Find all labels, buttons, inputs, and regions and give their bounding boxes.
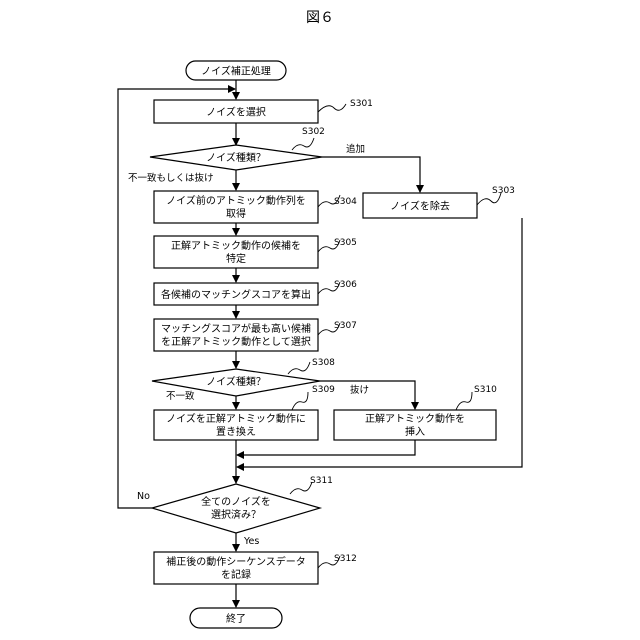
step-s305: S305 — [334, 238, 357, 248]
step-s309: S309 — [312, 385, 335, 395]
edge-insert-to-merge — [237, 440, 415, 455]
leader-s308 — [288, 362, 310, 374]
decision-noise-type-2-label: ノイズ種類？ — [206, 375, 266, 388]
process-select-noise: ノイズを選択 — [154, 100, 318, 123]
process-record-sequence-line1: 補正後の動作シーケンスデータ — [166, 555, 306, 568]
edge-label-added: 追加 — [346, 143, 365, 155]
process-identify-candidates: 正解アトミック動作の候補を 特定 — [154, 236, 318, 268]
process-insert-action: 正解アトミック動作を 挿入 — [334, 410, 496, 440]
terminal-end-label: 終了 — [226, 612, 246, 625]
step-s306: S306 — [334, 280, 357, 290]
leader-s310 — [456, 392, 472, 410]
process-remove-noise: ノイズを除去 — [363, 193, 477, 218]
step-s311: S311 — [310, 476, 333, 486]
leader-s309 — [292, 392, 308, 410]
process-get-prev-actions: ノイズ前のアトミック動作列を 取得 — [154, 191, 318, 223]
decision-all-selected: 全てのノイズを 選択済み？ — [152, 484, 320, 533]
step-leaders — [288, 104, 501, 568]
figure-title: 図６ — [306, 10, 334, 26]
process-insert-action-line2: 挿入 — [405, 425, 425, 438]
process-calc-score-label: 各候補のマッチングスコアを算出 — [161, 288, 311, 301]
edge-label-yes: Yes — [243, 536, 259, 547]
step-s310: S310 — [474, 385, 497, 395]
process-record-sequence: 補正後の動作シーケンスデータ を記録 — [154, 552, 318, 584]
decision-all-selected-line1: 全てのノイズを — [201, 495, 271, 508]
step-s304: S304 — [334, 197, 357, 207]
leader-s302 — [292, 138, 314, 150]
step-s302: S302 — [302, 127, 325, 137]
process-get-prev-actions-line1: ノイズ前のアトミック動作列を — [166, 194, 306, 207]
leader-s301 — [318, 104, 346, 112]
process-identify-candidates-line2: 特定 — [226, 252, 246, 265]
decision-all-selected-line2: 選択済み？ — [211, 508, 261, 521]
process-select-best-line1: マッチングスコアが最も高い候補 — [161, 322, 311, 335]
edge-label-mismatch: 不一致 — [166, 390, 195, 402]
step-s301: S301 — [350, 99, 373, 109]
edge-label-mismatch-or-missing: 不一致もしくは抜け — [128, 172, 214, 184]
terminal-start: ノイズ補正処理 — [186, 61, 286, 80]
process-replace-noise-line1: ノイズを正解アトミック動作に — [166, 412, 306, 425]
process-remove-noise-label: ノイズを除去 — [390, 200, 450, 213]
step-s312: S312 — [334, 554, 357, 564]
process-calc-score: 各候補のマッチングスコアを算出 — [154, 283, 318, 305]
step-s303: S303 — [492, 186, 515, 196]
step-s308: S308 — [312, 358, 335, 368]
terminal-start-label: ノイズ補正処理 — [201, 65, 271, 78]
process-select-best: マッチングスコアが最も高い候補 を正解アトミック動作として選択 — [154, 319, 318, 351]
process-replace-noise-line2: 置き換え — [216, 426, 256, 438]
decision-noise-type-1-label: ノイズ種類？ — [206, 151, 266, 164]
process-record-sequence-line2: を記録 — [221, 568, 251, 581]
edge-label-no: No — [137, 491, 150, 502]
decision-noise-type-1: ノイズ種類？ — [150, 145, 322, 170]
process-replace-noise: ノイズを正解アトミック動作に 置き換え — [154, 410, 318, 440]
process-get-prev-actions-line2: 取得 — [226, 208, 246, 220]
process-insert-action-line1: 正解アトミック動作を — [365, 412, 465, 425]
edge-type1-to-remove — [322, 157, 420, 192]
step-s307: S307 — [334, 321, 357, 331]
edge-label-missing: 抜け — [350, 384, 369, 396]
terminal-end: 終了 — [190, 608, 282, 628]
process-identify-candidates-line1: 正解アトミック動作の候補を — [171, 239, 301, 252]
process-select-noise-label: ノイズを選択 — [206, 106, 266, 119]
process-select-best-line2: を正解アトミック動作として選択 — [161, 335, 311, 348]
leader-s311 — [290, 482, 312, 494]
